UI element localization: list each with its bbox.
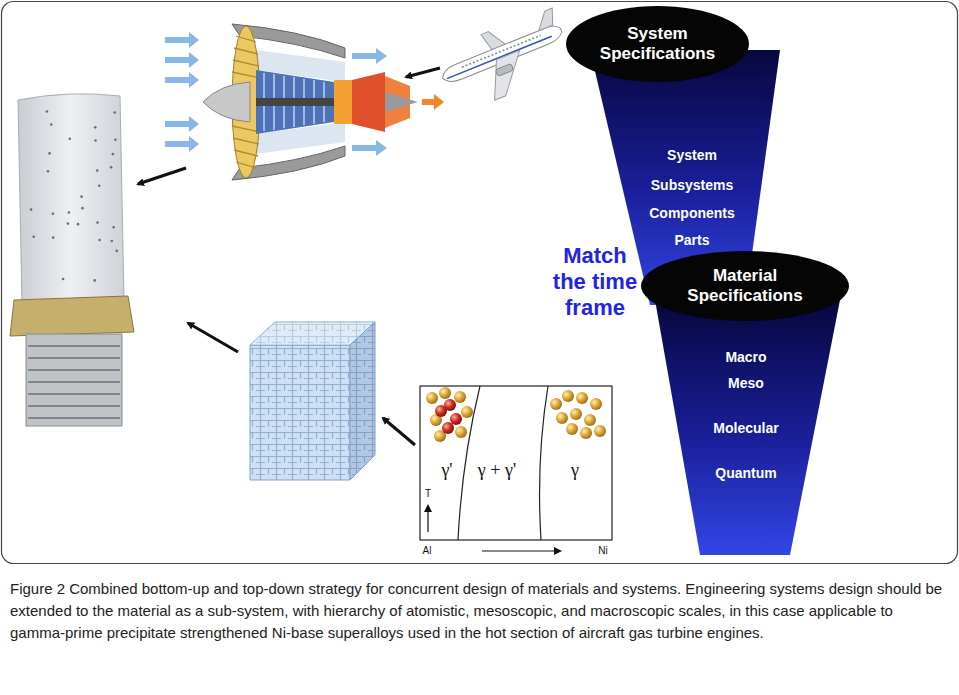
hierarchy-band: MacroMesoMolecularQuantum: [650, 300, 845, 555]
figure-border: [2, 2, 958, 564]
flow-arrows: [138, 68, 440, 445]
turbine-blade: [10, 94, 134, 426]
microstructure-cube: [250, 322, 375, 480]
level-label: Quantum: [715, 465, 776, 482]
gamma-prime-atoms: [426, 387, 473, 442]
level-label: System: [667, 147, 717, 164]
spec-ellipse: Material Specifications: [640, 250, 850, 322]
phase-label: γ + γ': [478, 459, 516, 481]
level-label: Meso: [728, 375, 764, 392]
phase-label: γ': [441, 459, 452, 481]
turbofan-engine: [165, 24, 444, 180]
figure-caption: Figure 2 Combined bottom-up and top-down…: [10, 578, 948, 644]
level-label: Subsystems: [651, 177, 733, 194]
spec-title: Material Specifications: [670, 266, 820, 306]
level-label: Parts: [674, 232, 709, 249]
axis-label: Al: [423, 545, 432, 557]
axis-label: T: [425, 488, 431, 500]
level-label: Macro: [725, 349, 766, 366]
time-frame-note: Match the time frame: [548, 243, 643, 321]
phase-label: γ: [571, 459, 579, 481]
level-label: Components: [649, 205, 735, 222]
spec-title: System Specifications: [593, 24, 723, 64]
gamma-atoms: [550, 390, 606, 439]
airplane: [433, 6, 576, 115]
phase-diagram: [420, 386, 612, 551]
level-label: Molecular: [713, 420, 778, 437]
axis-label: Ni: [598, 545, 607, 557]
spec-ellipse: System Specifications: [565, 5, 750, 83]
